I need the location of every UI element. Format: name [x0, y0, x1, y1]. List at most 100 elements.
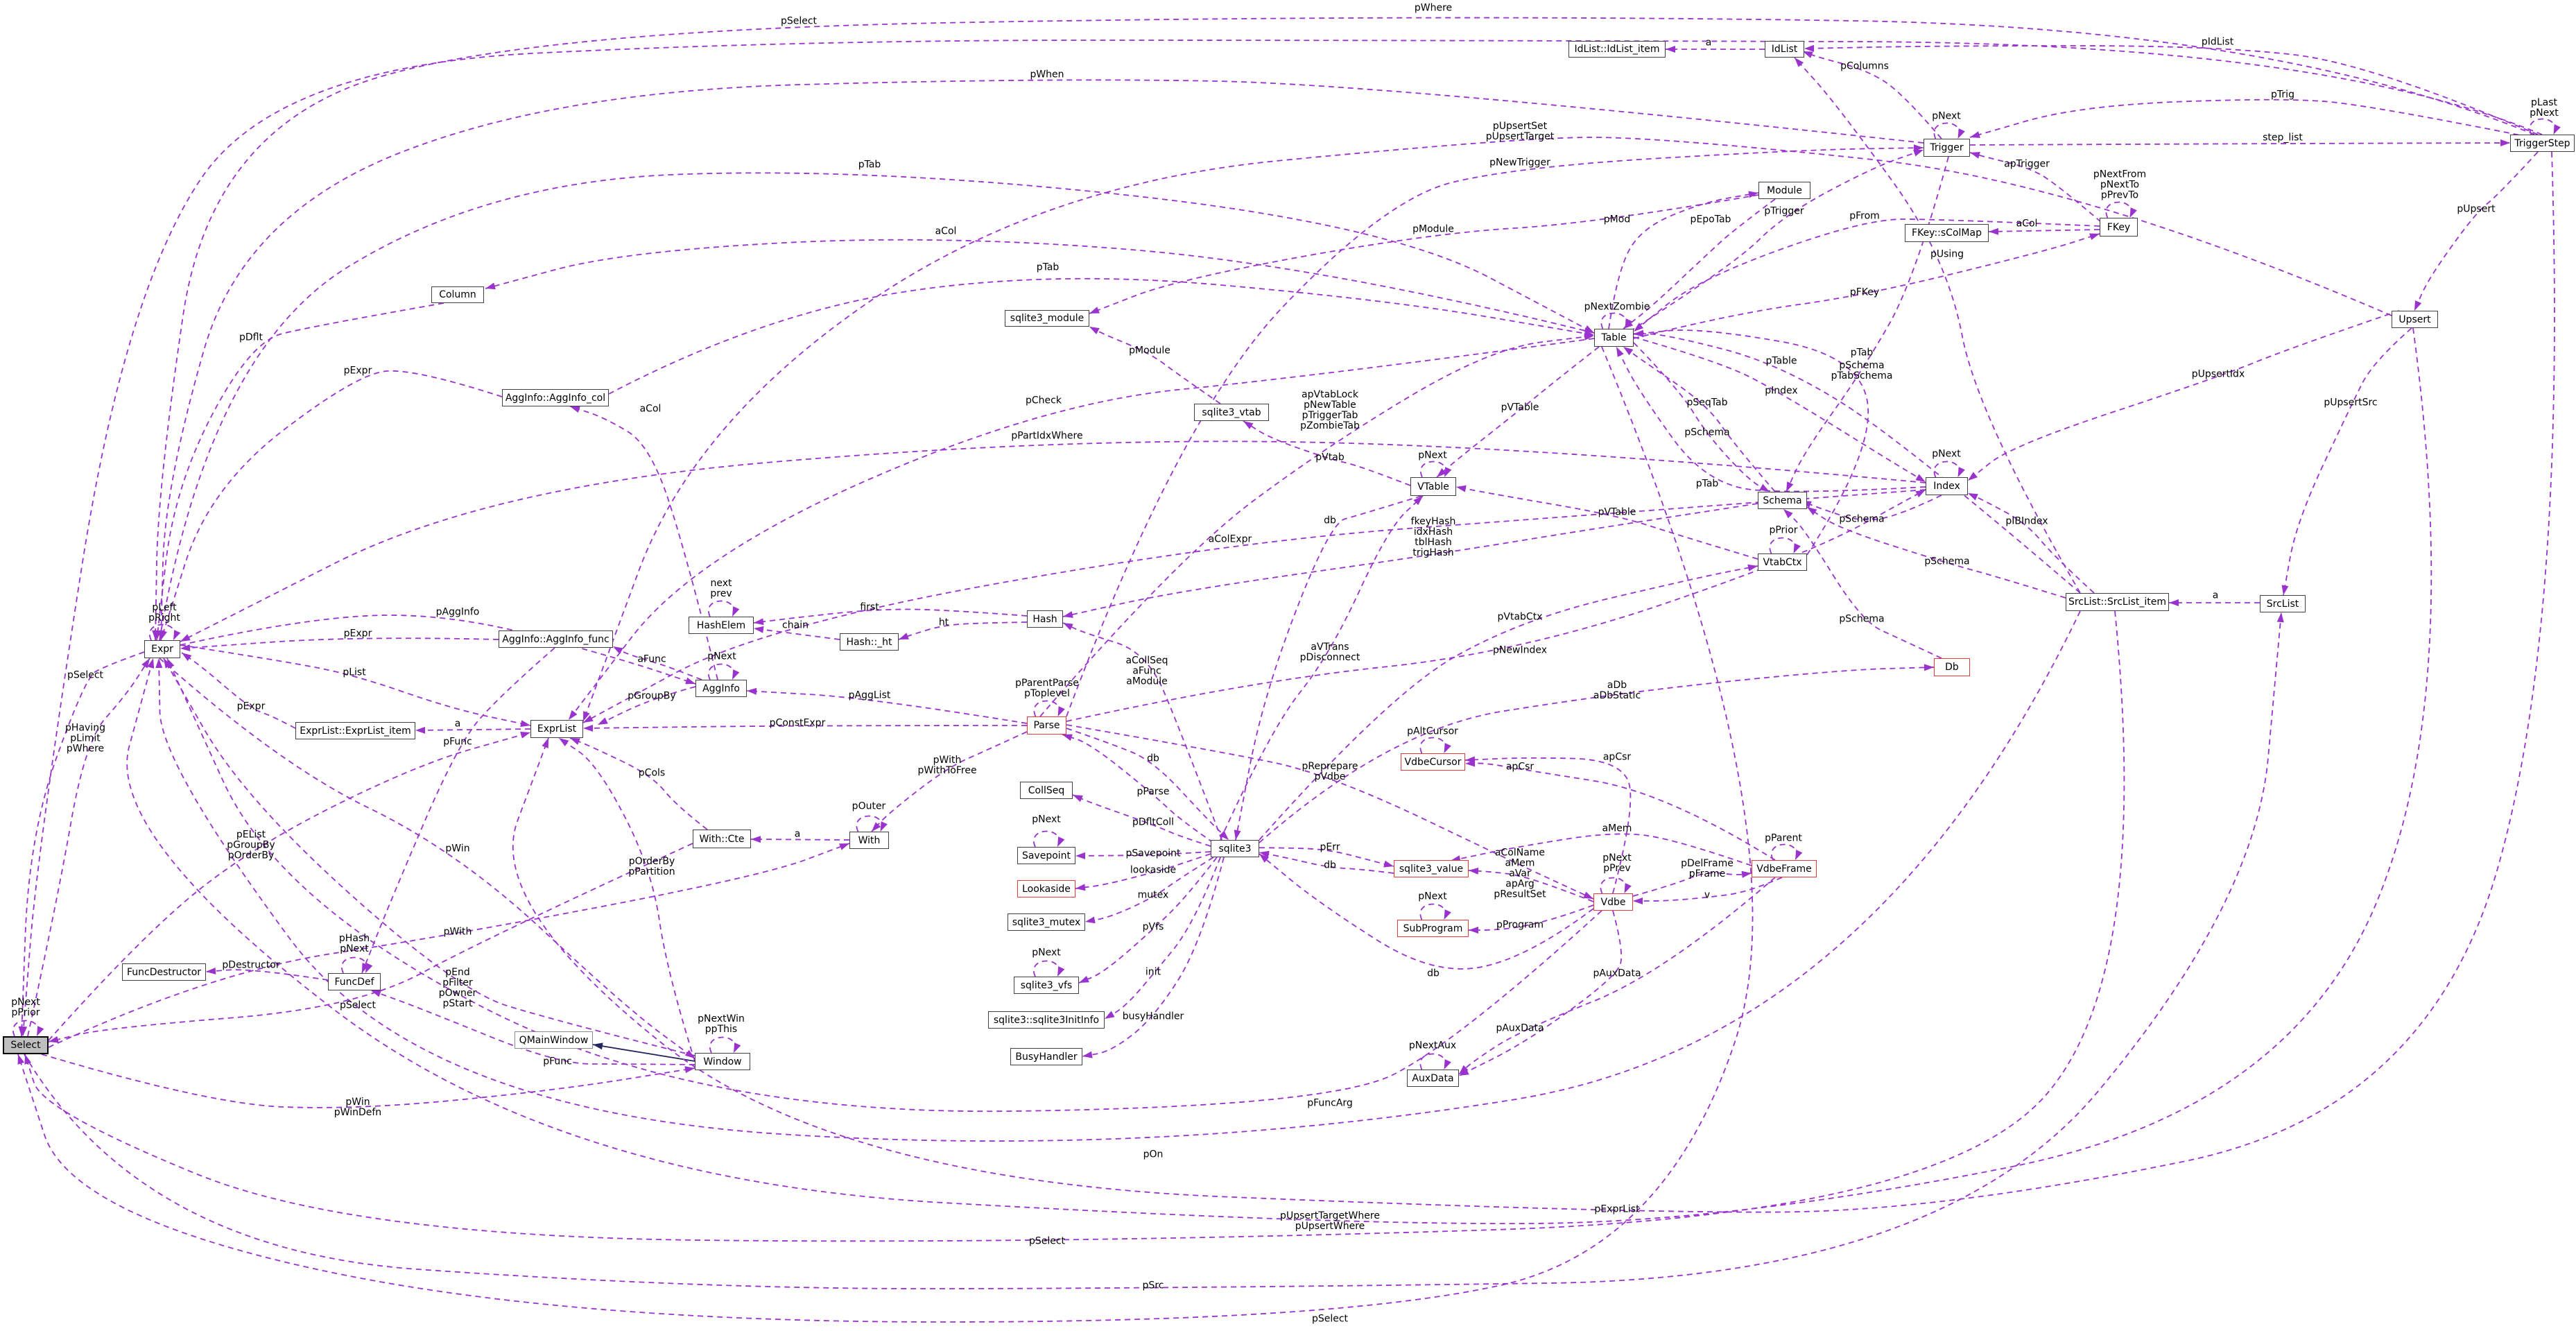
edge-with_cte-exprlist: [569, 737, 708, 830]
edge-window-funcdef: [370, 990, 695, 1065]
edge-srclist_item-index: [1967, 492, 2095, 594]
edge-srclist_item-index-arrowhead: [1968, 493, 1978, 501]
edge-table-trigger-arrowhead: [1913, 149, 1924, 157]
edge-vtabctx-table-arrowhead: [1634, 329, 1644, 337]
node-sqlite3[interactable]: sqlite3: [1211, 840, 1259, 857]
node-sqlite3_value[interactable]: sqlite3_value: [1394, 860, 1469, 877]
node-vdbeframe[interactable]: VdbeFrame: [1752, 860, 1817, 877]
edge-window-exprlist-arrowhead: [559, 738, 569, 746]
edge-self-subprogram-arrowhead: [1444, 909, 1451, 920]
node-srclist[interactable]: SrcList: [2260, 595, 2306, 612]
edge-table-vtable: [1436, 346, 1600, 478]
edge-parse-table: [1039, 335, 1595, 717]
node-sqlite3initinfo[interactable]: sqlite3::sqlite3InitInfo: [988, 1011, 1105, 1029]
edge-vdbeframe-auxdata-arrowhead: [1459, 1065, 1469, 1074]
edge-self-trigger: [1933, 122, 1960, 139]
edge-expr-agginfo: [180, 615, 696, 685]
edge-module-sqlite3_module: [1089, 194, 1759, 314]
edge-exprlist_item-expr: [181, 652, 296, 729]
node-column[interactable]: Column: [431, 286, 484, 303]
edge-table-module-arrowhead: [1748, 191, 1758, 198]
node-funcdestructor[interactable]: FuncDestructor: [122, 963, 206, 981]
edge-sqlite3-vtabctx-arrowhead: [1747, 564, 1758, 572]
edge-sqlite3-parse: [1062, 734, 1214, 843]
node-hash[interactable]: Hash: [1027, 610, 1063, 628]
edge-self-vtabctx: [1769, 537, 1796, 554]
edge-with_cte-select-arrowhead: [49, 1036, 59, 1043]
node-with[interactable]: With: [849, 832, 889, 849]
edge-sqlite3-vtabctx: [1259, 565, 1758, 841]
edge-table-select-arrowhead: [17, 1054, 25, 1065]
edge-agginfo-agginfo_col: [569, 406, 718, 680]
node-table[interactable]: Table: [1594, 329, 1634, 347]
node-fkey_scolmap[interactable]: FKey::sColMap: [1905, 224, 1989, 242]
node-sqlite3_module[interactable]: sqlite3_module: [1005, 310, 1089, 327]
node-select[interactable]: Select: [3, 1036, 49, 1054]
edge-vdbe-subprogram: [1469, 904, 1594, 931]
node-lookaside[interactable]: Lookaside: [1017, 880, 1075, 898]
node-collseq[interactable]: CollSeq: [1020, 782, 1073, 799]
node-busyhandler[interactable]: BusyHandler: [1010, 1048, 1082, 1065]
edge-expr-table: [159, 172, 1595, 641]
node-agginfo_func[interactable]: AggInfo::AggInfo_func: [499, 630, 613, 648]
node-vtable[interactable]: VTable: [1410, 477, 1456, 496]
edge-agginfo_col-table: [608, 277, 1595, 395]
edge-upsert-index-arrowhead: [1968, 472, 1978, 481]
node-sqlite3_vtab[interactable]: sqlite3_vtab: [1194, 404, 1269, 421]
node-agginfo_col[interactable]: AggInfo::AggInfo_col: [502, 389, 609, 406]
edge-agginfo-exprlist-arrowhead: [598, 717, 608, 725]
node-sqlite3_mutex[interactable]: sqlite3_mutex: [1008, 913, 1085, 931]
edge-select-window-arrowhead: [684, 1066, 695, 1074]
node-exprlist[interactable]: ExprList: [530, 720, 583, 738]
node-sqlite3_vfs[interactable]: sqlite3_vfs: [1014, 977, 1079, 994]
node-window[interactable]: Window: [695, 1053, 750, 1070]
node-funcdef[interactable]: FuncDef: [328, 973, 381, 990]
edge-self-savepoint: [1033, 830, 1060, 848]
node-exprlist_item[interactable]: ExprList::ExprList_item: [295, 722, 415, 739]
node-index[interactable]: Index: [1926, 477, 1968, 495]
edge-table-schema-arrowhead: [1759, 483, 1770, 492]
edge-srclist_item-expr: [158, 610, 2081, 1142]
edge-parse-agginfo-arrowhead: [747, 687, 757, 695]
edge-self-expr-arrowhead: [173, 630, 181, 640]
node-qmainwindow[interactable]: QMainWindow: [515, 1031, 593, 1049]
edge-index-exprlist: [582, 489, 1926, 723]
node-vdbe[interactable]: Vdbe: [1593, 893, 1633, 911]
node-schema[interactable]: Schema: [1758, 492, 1807, 509]
node-vtabctx[interactable]: VtabCtx: [1758, 553, 1807, 571]
node-triggerstep[interactable]: TriggerStep: [2510, 135, 2575, 152]
node-hash_ht[interactable]: Hash::_ht: [840, 633, 899, 651]
node-module[interactable]: Module: [1758, 182, 1810, 199]
edge-select-srclist-arrowhead: [2276, 612, 2284, 623]
node-idlist[interactable]: IdList: [1765, 41, 1804, 58]
edge-sqlite3-vtable: [1220, 495, 1424, 841]
node-hashelem[interactable]: HashElem: [689, 617, 754, 634]
node-vdbecursor[interactable]: VdbeCursor: [1401, 753, 1465, 771]
edge-agginfo_func-funcdef: [361, 647, 555, 974]
node-trigger[interactable]: Trigger: [1924, 139, 1970, 157]
node-expr[interactable]: Expr: [144, 640, 180, 658]
edge-parse-exprlist-arrowhead: [583, 724, 594, 732]
node-subprogram[interactable]: SubProgram: [1397, 920, 1469, 937]
node-auxdata[interactable]: AuxData: [1407, 1070, 1459, 1087]
node-with_cte[interactable]: With::Cte: [693, 830, 751, 848]
edge-hash_ht-hashelem-arrowhead: [754, 626, 764, 633]
edge-table-vtable-arrowhead: [1437, 468, 1446, 477]
edge-triggerstep-upsert-arrowhead: [2414, 300, 2422, 311]
node-db[interactable]: Db: [1934, 658, 1970, 676]
node-idlist_item[interactable]: IdList::IdList_item: [1568, 41, 1666, 58]
edge-hash-hash_ht: [898, 621, 1028, 640]
node-fkey[interactable]: FKey: [2100, 218, 2138, 237]
node-savepoint[interactable]: Savepoint: [1017, 847, 1075, 864]
node-srclist_item[interactable]: SrcList::SrcList_item: [2066, 593, 2169, 611]
node-parse[interactable]: Parse: [1027, 716, 1066, 735]
edge-triggerstep-idlist-arrowhead: [1804, 44, 1815, 52]
node-agginfo[interactable]: AggInfo: [695, 680, 747, 697]
edge-srclist_item-schema: [1806, 506, 2066, 599]
node-upsert[interactable]: Upsert: [2392, 311, 2438, 328]
edge-vdbeframe-sqlite3_value: [1450, 833, 1752, 866]
edge-agginfo-agginfo_func-arrowhead: [613, 646, 623, 655]
edge-vdbe-sqlite3: [1259, 853, 1594, 970]
edge-trigger-triggerstep-arrowhead: [2500, 139, 2510, 147]
